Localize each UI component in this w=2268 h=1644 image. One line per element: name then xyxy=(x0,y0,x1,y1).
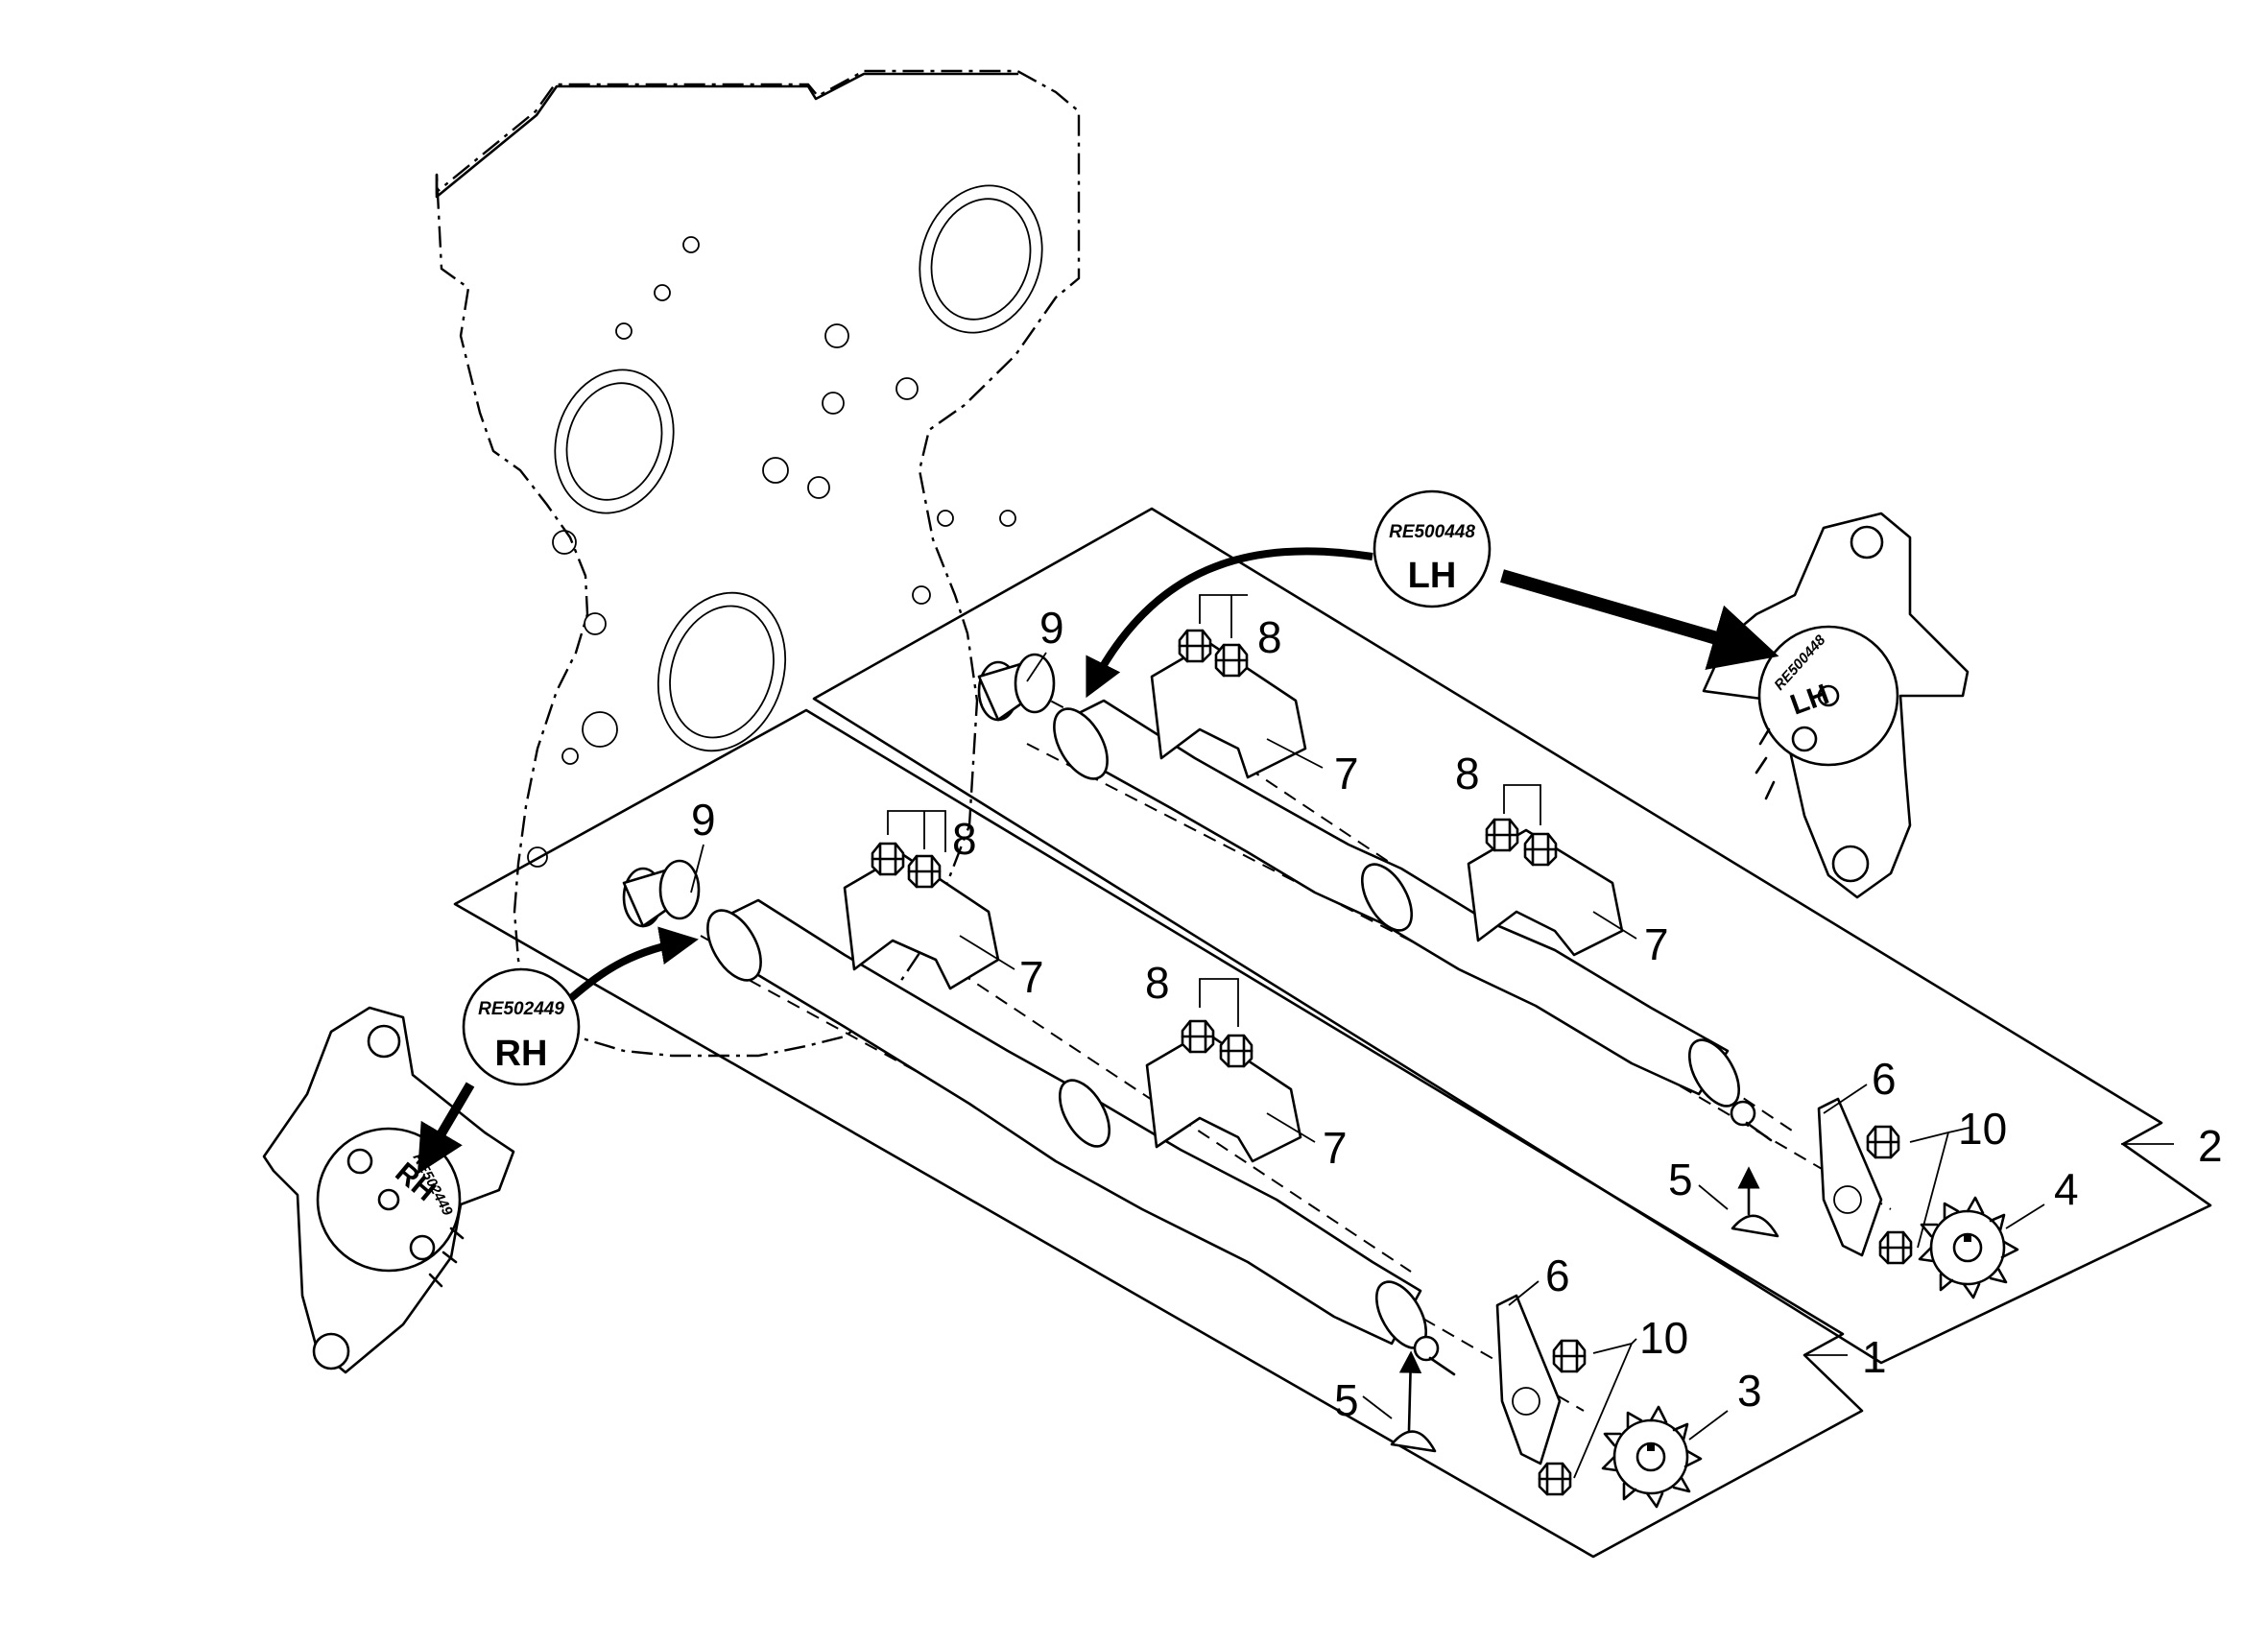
rh-badge: RE502449 RH xyxy=(417,926,699,1175)
callout-7-upper-b: 7 xyxy=(1644,919,1669,969)
callout-6-upper: 6 xyxy=(1872,1054,1897,1104)
callout-10-upper: 10 xyxy=(1958,1104,2007,1154)
callout-5-upper: 5 xyxy=(1668,1155,1693,1204)
lh-oil-pump: RE500448 LH xyxy=(1702,512,1970,899)
callout-9-lower: 9 xyxy=(691,795,716,845)
callout-7-lower-b: 7 xyxy=(1323,1123,1348,1173)
lh-badge-side: LH xyxy=(1408,556,1457,596)
rh-badge-part-number: RE502449 xyxy=(478,999,564,1019)
balancer-shaft-2 xyxy=(977,629,2019,1299)
leader-lines xyxy=(690,594,2174,1479)
rh-oil-pump: RE502449 RH xyxy=(262,1006,515,1374)
callout-9-upper: 9 xyxy=(1039,603,1064,653)
callout-7-upper-a: 7 xyxy=(1334,749,1359,798)
rh-badge-side: RH xyxy=(495,1034,548,1074)
callout-4: 4 xyxy=(2054,1164,2079,1214)
callout-labels: 9 8 7 8 7 6 10 5 4 2 9 8 7 8 7 6 10 5 3 … xyxy=(691,603,2223,1425)
balancer-shaft-1 xyxy=(622,842,1703,1509)
engine-front-plate xyxy=(435,69,1081,1058)
callout-8-lower-a: 8 xyxy=(952,814,977,864)
callout-7-lower-a: 7 xyxy=(1019,952,1044,1002)
callout-3: 3 xyxy=(1737,1366,1762,1416)
lh-badge-part-number: RE500448 xyxy=(1389,522,1475,542)
lh-badge: RE500448 LH xyxy=(1086,489,1779,699)
callout-8-upper-a: 8 xyxy=(1257,612,1282,662)
callout-5-lower: 5 xyxy=(1334,1375,1359,1425)
callout-8-lower-b: 8 xyxy=(1145,958,1170,1008)
callout-2: 2 xyxy=(2198,1121,2223,1171)
callout-10-lower: 10 xyxy=(1639,1313,1688,1363)
callout-6-lower: 6 xyxy=(1545,1251,1570,1300)
callout-1: 1 xyxy=(1862,1332,1887,1382)
callout-8-upper-b: 8 xyxy=(1455,749,1480,798)
